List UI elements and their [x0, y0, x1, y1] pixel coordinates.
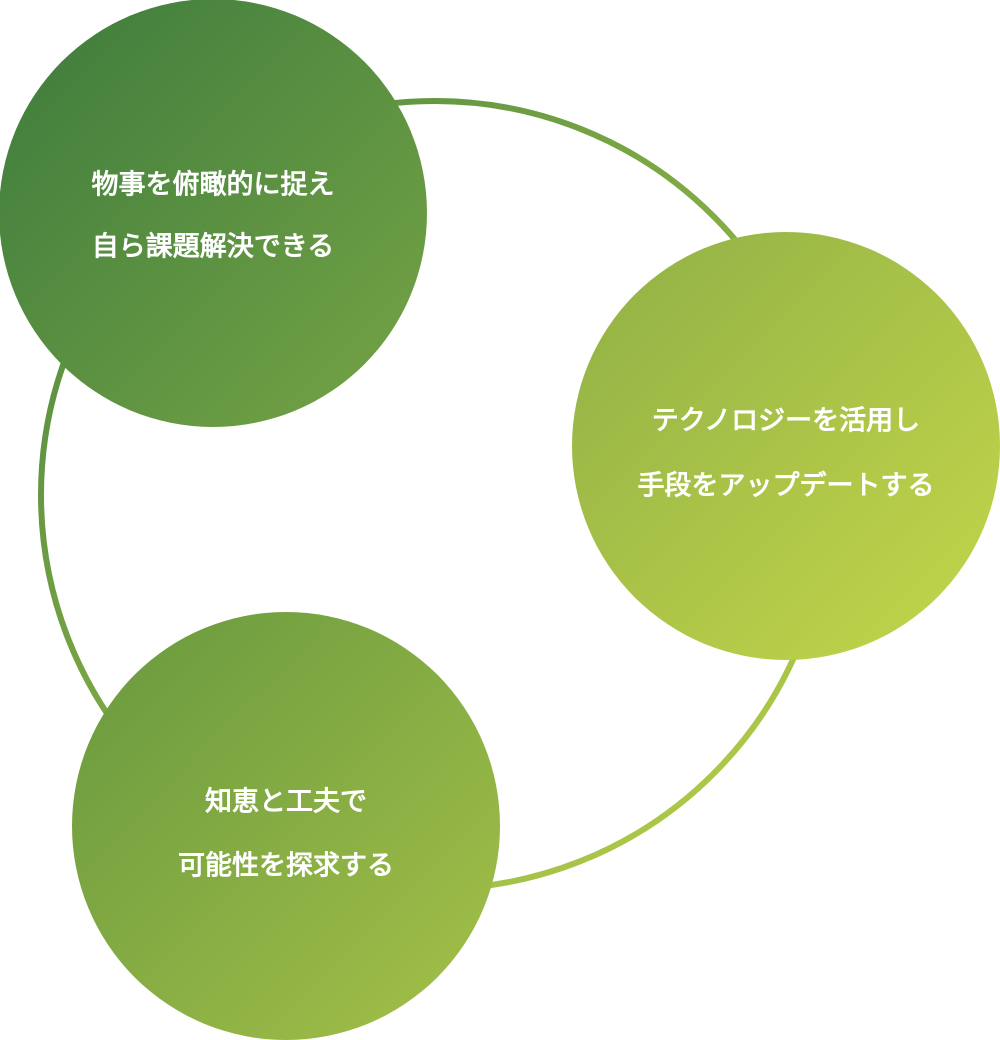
node-wisdom-exploration: 知恵と工夫で 可能性を探求する [72, 612, 500, 1040]
node-line: 知恵と工夫で [205, 787, 367, 818]
node-technology-update: テクノロジーを活用し 手段をアップデートする [572, 232, 1000, 660]
node-line: 自ら課題解決できる [92, 231, 334, 263]
node-circle [0, 0, 427, 427]
node-line: 物事を俯瞰的に捉え [92, 169, 335, 201]
node-circle [72, 612, 500, 1040]
node-circle [572, 232, 1000, 660]
node-overview-problem-solving: 物事を俯瞰的に捉え 自ら課題解決できる [0, 0, 427, 427]
node-line: テクノロジーを活用し [652, 406, 920, 437]
node-line: 手段をアップデートする [638, 470, 935, 502]
node-line: 可能性を探求する [178, 850, 394, 882]
